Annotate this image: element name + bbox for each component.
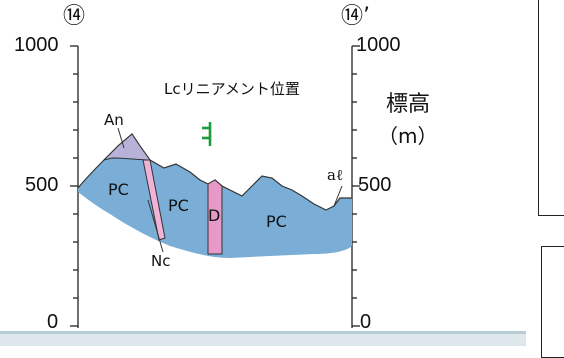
label-leaders	[117, 127, 343, 253]
label-pc-1: PC	[108, 180, 129, 199]
right-panel-frame-top	[538, 0, 564, 216]
right-tick-0: 0	[360, 311, 372, 333]
bottom-caption-bar	[0, 331, 526, 346]
left-tick-1000: 1000	[14, 34, 59, 56]
section-start-marker: ⑭	[63, 4, 86, 29]
right-tick-500: 500	[358, 174, 392, 196]
right-axis	[351, 45, 360, 328]
nc-dike	[142, 159, 166, 241]
andesite-unit	[102, 133, 151, 161]
d-dike	[207, 179, 223, 255]
section-end-marker: ⑭’	[341, 4, 370, 29]
left-axis	[70, 45, 79, 328]
ground-surface	[77, 133, 352, 211]
lineament-symbol	[202, 122, 212, 146]
right-tick-1000: 1000	[356, 34, 401, 56]
label-d: D	[208, 206, 221, 225]
elevation-label: 標高	[386, 92, 431, 117]
elevation-unit: （m）	[378, 124, 438, 148]
geologic-cross-section	[70, 45, 360, 328]
label-pc-3: PC	[266, 212, 287, 231]
left-tick-0: 0	[47, 311, 59, 333]
label-an: An	[104, 111, 124, 129]
left-tick-500: 500	[25, 174, 59, 196]
label-pc-2: PC	[168, 196, 189, 215]
label-nc: Nc	[151, 252, 171, 270]
label-alluvium: aℓ	[327, 166, 344, 184]
lineament-position-label: Lcリニアメント位置	[164, 80, 300, 98]
